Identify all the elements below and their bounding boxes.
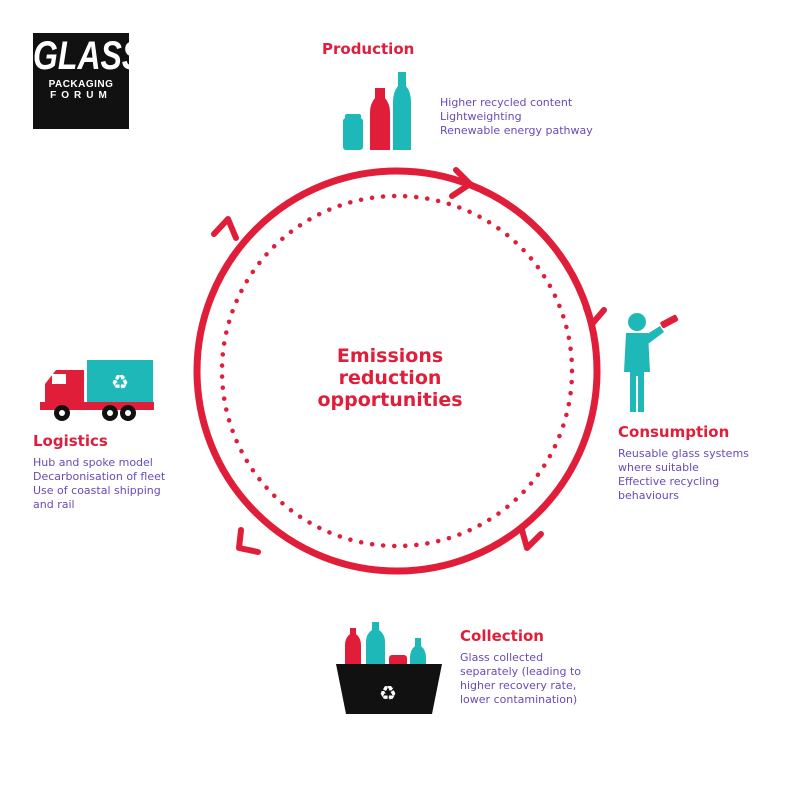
recycling-bin-icon: ♻: [336, 622, 442, 714]
recycling-truck-icon: ♻: [40, 360, 154, 421]
consumption-item-4: behaviours: [618, 489, 679, 502]
collection-item-4: lower contamination): [460, 693, 578, 706]
arrow-chevron-5: [211, 216, 239, 241]
production-title: Production: [322, 40, 415, 58]
logistics-title: Logistics: [33, 432, 108, 450]
collection-item-3: higher recovery rate,: [460, 679, 577, 692]
consumption-item-3: Effective recycling: [618, 475, 720, 488]
center-label-line-2: reduction: [338, 367, 442, 389]
logistics-item-3: Use of coastal shipping: [33, 484, 161, 497]
inner-dotted-ring: [219, 193, 575, 549]
collection-title: Collection: [460, 627, 544, 645]
logo-packaging-text: PACKAGING: [48, 79, 114, 90]
logistics-item-4: and rail: [33, 498, 75, 511]
consumption-opportunities: Reusable glass systems where suitable Ef…: [618, 447, 749, 503]
svg-text:♻: ♻: [111, 370, 129, 394]
logistics-opportunities: Hub and spoke model Decarbonisation of f…: [33, 456, 165, 512]
collection-item-2: separately (leading to: [460, 665, 582, 678]
arrow-chevron-2: [583, 305, 607, 327]
arrow-chevron-3: [519, 527, 544, 551]
consumption-item-2: where suitable: [618, 461, 699, 474]
logo-glass-text: GLASS: [33, 33, 129, 78]
cycle-arrows: [211, 167, 607, 555]
outer-cycle-ring: [193, 167, 601, 575]
person-drinking-icon: [624, 313, 679, 412]
bottles-icon: [343, 72, 411, 150]
arrow-chevron-4: [236, 527, 261, 555]
production-stage: Production: [322, 40, 414, 58]
production-item-3: Renewable energy pathway: [440, 124, 593, 137]
arrow-chevron-1: [449, 167, 473, 199]
collection-stage: Collection Glass collected separately (l…: [460, 627, 581, 707]
svg-text:♻: ♻: [379, 681, 397, 705]
center-label-line-3: opportunities: [317, 389, 463, 411]
logistics-stage: Logistics Hub and spoke model Decarbonis…: [33, 432, 165, 512]
production-opportunities: Higher recycled content Lightweighting R…: [440, 96, 593, 138]
center-label-line-1: Emissions: [336, 345, 444, 367]
glass-packaging-forum-logo: GLASS PACKAGING FORUM: [33, 33, 129, 129]
production-item-2: Lightweighting: [440, 110, 522, 123]
collection-opportunities: Glass collected separately (leading to h…: [460, 651, 581, 707]
logistics-item-2: Decarbonisation of fleet: [33, 470, 166, 483]
consumption-stage: Consumption Reusable glass systems where…: [618, 423, 749, 503]
production-item-1: Higher recycled content: [440, 96, 573, 109]
collection-item-1: Glass collected: [460, 651, 544, 664]
consumption-title: Consumption: [618, 423, 730, 441]
logo-forum-text: FORUM: [50, 90, 112, 101]
logistics-item-1: Hub and spoke model: [33, 456, 153, 469]
center-label: Emissions reduction opportunities: [290, 345, 490, 411]
consumption-item-1: Reusable glass systems: [618, 447, 749, 460]
